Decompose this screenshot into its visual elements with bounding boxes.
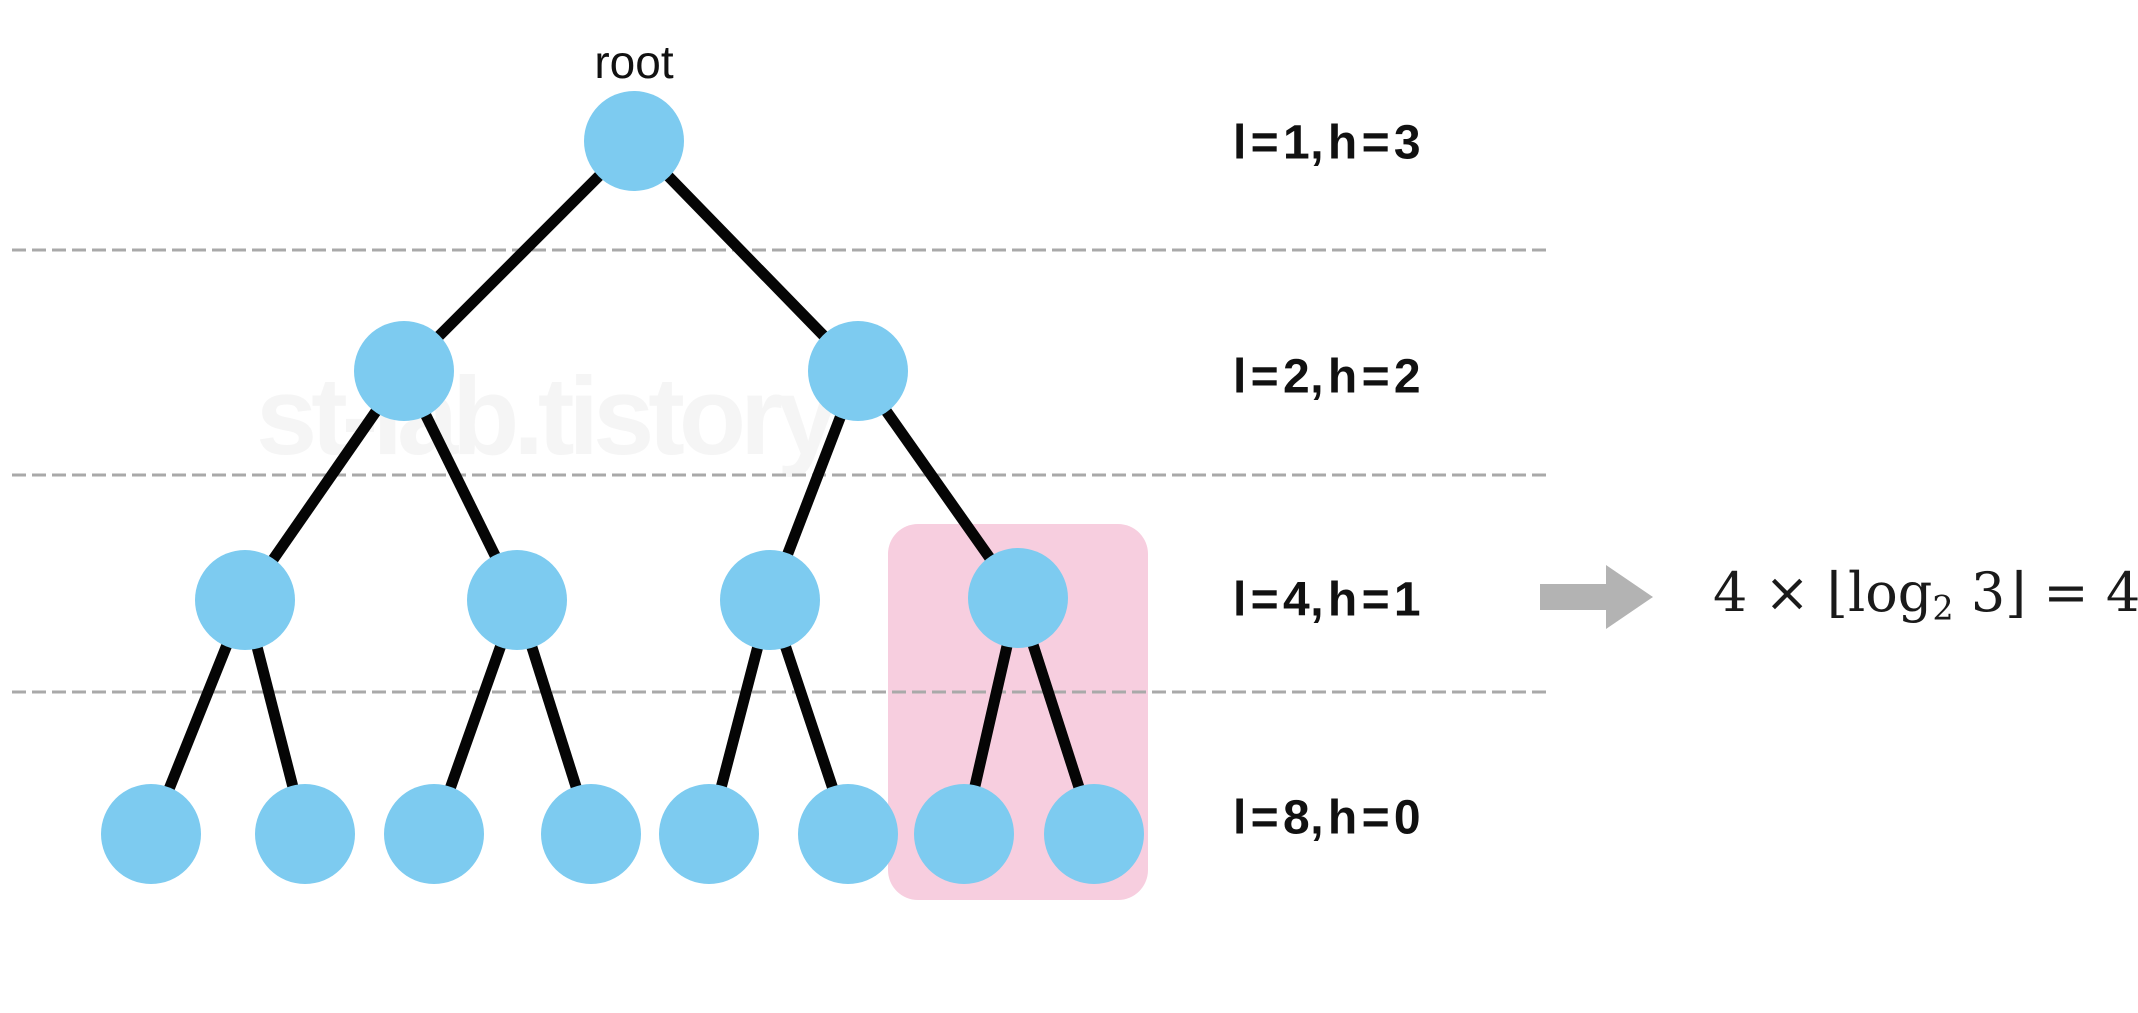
- tree-edge-root-n2b: [630, 137, 862, 375]
- level-label-2: l = 2, h = 2: [1233, 350, 1422, 404]
- tree-node-n2b: [808, 321, 908, 421]
- tree-node-n2a: [354, 321, 454, 421]
- root-node-label: root: [594, 36, 674, 88]
- right-arrow-icon: [1540, 565, 1653, 629]
- tree-node-l2: [255, 784, 355, 884]
- node-count-formula: 4 × ⌊log2 3⌋ = 4: [1713, 561, 2138, 627]
- tree-node-n3d: [968, 548, 1068, 648]
- tree-node-n3b: [467, 550, 567, 650]
- level-label-3: l = 4, h = 1: [1233, 573, 1422, 627]
- tree-node-l5: [659, 784, 759, 884]
- tree-node-n3c: [720, 550, 820, 650]
- tree-node-root: [584, 91, 684, 191]
- level-label-4: l = 8, h = 0: [1233, 791, 1422, 845]
- tree-node-l7: [914, 784, 1014, 884]
- level-label-1: l = 1, h = 3: [1233, 116, 1422, 170]
- formula-suffix: 3⌋ = 4: [1953, 561, 2138, 625]
- tree-node-n3a: [195, 550, 295, 650]
- tree-edge-root-n2a: [400, 137, 638, 375]
- formula-log-base: 2: [1932, 588, 1954, 628]
- formula-prefix: 4 × ⌊log: [1713, 561, 1933, 625]
- tree-node-l1: [101, 784, 201, 884]
- tree-node-l8: [1044, 784, 1144, 884]
- tree-node-l6: [798, 784, 898, 884]
- tree-node-l4: [541, 784, 641, 884]
- tree-node-l3: [384, 784, 484, 884]
